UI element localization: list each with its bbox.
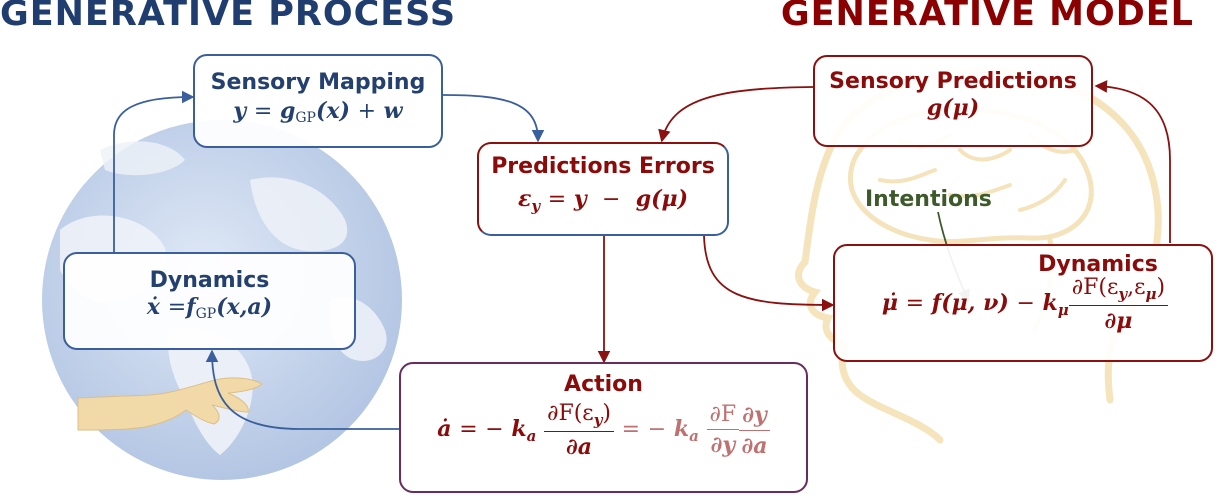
equation-prediction-errors: εy = y − g(μ) [517, 186, 689, 215]
fraction: ∂F(εy,εμ)∂μ [1068, 274, 1169, 334]
box-title: Sensory Mapping [210, 70, 426, 95]
equation-sensory-predictions: g(μ) [926, 95, 980, 121]
box-prediction-errors: Predictions Errors εy = y − g(μ) [477, 142, 729, 236]
fraction: ∂F∂y [706, 402, 740, 458]
box-dynamics-model: Dynamics μ̇ = f(μ, ν) − kμ∂F(εy,εμ)∂μ [833, 244, 1213, 362]
arrow-sensory-mapping-to-errors [442, 94, 545, 143]
fraction: ∂y∂a [739, 402, 770, 459]
fraction: ∂F(εy)∂a [544, 400, 614, 460]
box-title: Dynamics [1038, 252, 1158, 277]
arrow-action-to-dynamics [205, 349, 399, 430]
box-sensory-predictions: Sensory Predictions g(μ) [813, 55, 1093, 147]
equation-action: ȧ = − ka ∂F(εy)∂a = − ka ∂F∂y∂y∂a [401, 400, 806, 460]
heading-generative-process: GENERATIVE PROCESS [0, 0, 457, 34]
intentions-label: Intentions [865, 187, 992, 212]
arrow-sensory-predictions-to-errors [658, 86, 814, 143]
arrow-dynamics-to-sensory-mapping [113, 90, 195, 252]
box-title: Predictions Errors [491, 154, 715, 179]
box-action: Action ȧ = − ka ∂F(εy)∂a = − ka ∂F∂y∂y∂a [399, 362, 808, 493]
box-title: Dynamics [149, 268, 270, 293]
heading-generative-model: GENERATIVE MODEL [780, 0, 1194, 34]
box-title: Sensory Predictions [829, 69, 1077, 94]
arrow-dynamics-gm-to-sensory-predictions [1094, 80, 1171, 243]
arrow-errors-to-dynamics-gm [703, 235, 835, 312]
equation-dynamics-process: ẋ =fGP(x,a) [146, 294, 273, 322]
equation-sensory-mapping: y = gGP(x) + w [233, 98, 403, 126]
box-sensory-mapping: Sensory Mapping y = gGP(x) + w [193, 54, 443, 148]
equation-dynamics-model: μ̇ = f(μ, ν) − kμ∂F(εy,εμ)∂μ [835, 274, 1211, 334]
box-dynamics-process: Dynamics ẋ =fGP(x,a) [63, 252, 356, 350]
box-title: Action [564, 372, 643, 397]
